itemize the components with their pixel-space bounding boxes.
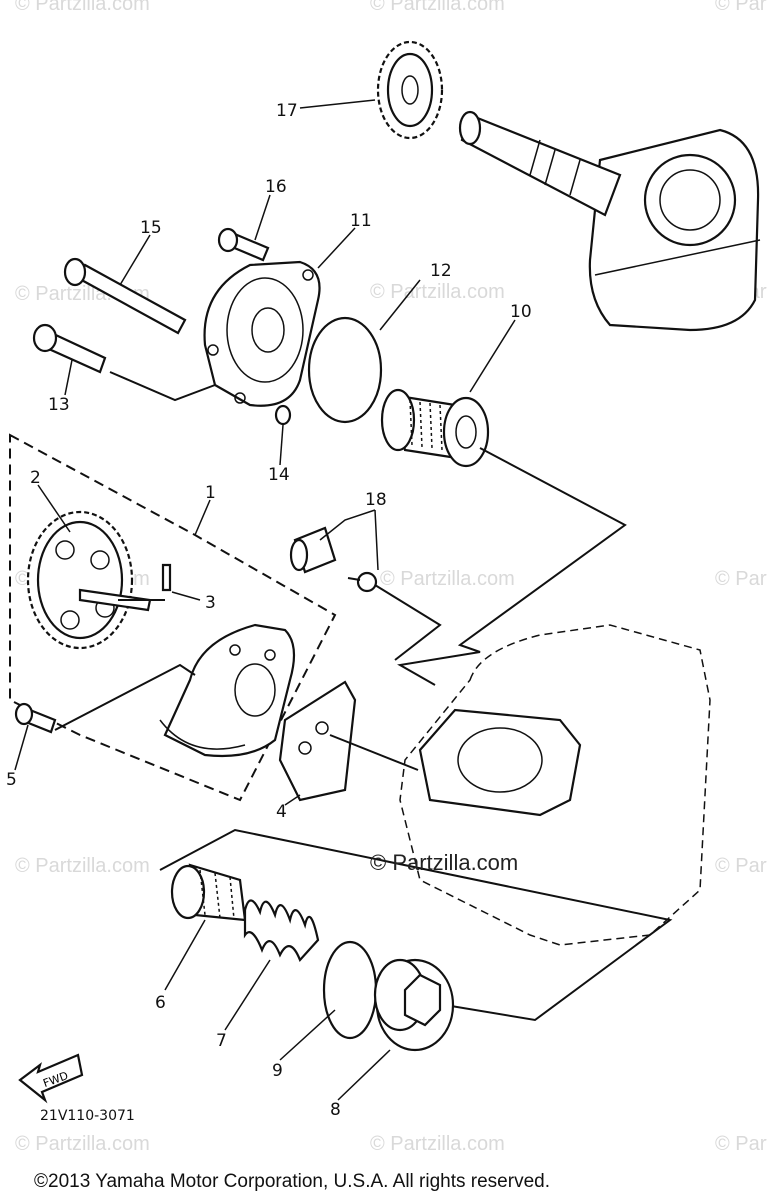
callout-14: 14 [268,465,290,485]
drive-gear [376,40,444,140]
o-ring-14 [274,404,292,426]
copyright-notice: ©2013 Yamaha Motor Corporation, U.S.A. A… [34,1171,550,1192]
bolt-5 [14,702,57,734]
long-bolt [63,257,187,335]
bolt-13 [32,323,107,374]
short-bolt-16 [217,227,270,262]
callout-16: 16 [265,177,287,197]
callout-5: 5 [6,770,17,790]
callout-2: 2 [30,468,41,488]
pump-body [159,623,296,758]
watermark: © Partzilla.com [715,0,767,15]
o-ring-12 [307,316,383,424]
callout-18: 18 [365,490,387,510]
callout-3: 3 [205,593,216,613]
callout-7: 7 [216,1031,227,1051]
callout-4: 4 [276,802,287,822]
watermark: © Partzilla.com [715,855,767,877]
o-ring-9 [322,940,378,1040]
callout-9: 9 [272,1061,283,1081]
leader-lines [54,371,673,1022]
callout-1: 1 [205,483,216,503]
drain-plug [373,958,455,1052]
watermark: © Partzilla.com [15,0,150,15]
callout-6: 6 [155,993,166,1013]
callout-11: 11 [350,211,372,231]
pin [161,563,172,592]
callout-10: 10 [510,302,532,322]
callout-leaders [14,99,516,1101]
callout-15: 15 [140,218,162,238]
watermark: © Partzilla.com [15,1133,150,1155]
watermark: © Partzilla.com [370,0,505,15]
spring [243,899,320,963]
watermark-main: © Partzilla.com [370,850,518,875]
callout-17: 17 [276,101,298,121]
fwd-arrow-icon: FWD [18,1053,84,1104]
watermark: © Partzilla.com [715,1133,767,1155]
filter-cover [203,260,321,407]
crankshaft [458,110,761,332]
callout-13: 13 [48,395,70,415]
pump-gear [26,510,152,650]
watermark: © Partzilla.com [370,1133,505,1155]
diagram-code: 21V110-3071 [40,1108,135,1124]
watermark: © Partzilla.com [380,568,515,590]
callout-12: 12 [430,261,452,281]
watermark: © Partzilla.com [715,568,767,590]
oil-filter [380,388,490,468]
crankcase [399,624,711,946]
screen-and-plug [289,526,378,593]
strainer [170,863,247,922]
callout-8: 8 [330,1100,341,1120]
watermark: © Partzilla.com [15,855,150,877]
callout-numbers: 17 16 11 15 12 10 13 14 18 1 2 3 5 4 6 7… [6,101,532,1120]
pump-gasket [278,680,357,802]
watermark: © Partzilla.com [370,281,505,303]
